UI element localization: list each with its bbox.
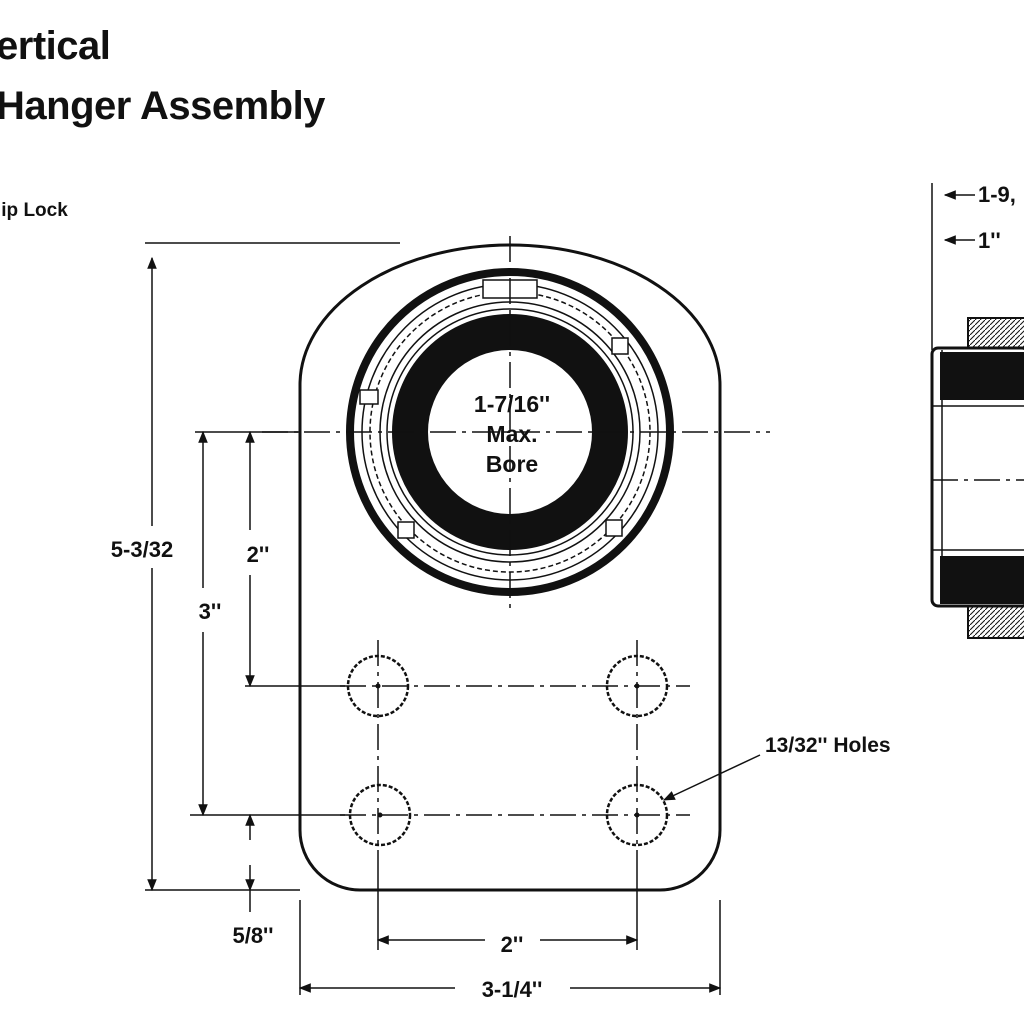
mounting-holes [346,654,669,847]
title-line-2: Hanger Assembly [0,84,325,128]
dim-lower-hole-to-bore: 3'' [199,599,222,624]
centerlines [262,236,770,865]
dim-overall-height: 5-3/32 [111,537,173,562]
side-view: 1-9, 1'' [930,182,1024,639]
title-line-1: ertical [0,24,111,68]
holes-callout: 13/32'' Holes [765,734,891,757]
subtitle: lip Lock [0,200,68,221]
hole-top-right [605,654,669,718]
bore-label-max: Max. [486,421,537,447]
bore-label-bore: Bore [486,451,538,477]
plate-outline [298,243,722,892]
side-dim-top: 1-9, [978,182,1016,207]
hole-bottom-right [605,783,669,847]
hole-top-left [346,654,410,718]
bore-label-size: 1-7/16'' [474,391,550,417]
side-dim-second: 1'' [978,228,1001,253]
dimension-lines [145,242,761,995]
hole-bottom-left [348,783,412,847]
dimension-labels: 1-7/16'' Max. Bore 5-3/32 2'' 3'' 5/8'' … [111,391,891,1002]
dim-hole-spacing: 2'' [501,932,524,957]
dim-hole-to-bore: 2'' [247,542,270,567]
dim-bottom-offset: 5/8'' [232,923,273,948]
dim-overall-width: 3-1/4'' [482,977,543,1002]
